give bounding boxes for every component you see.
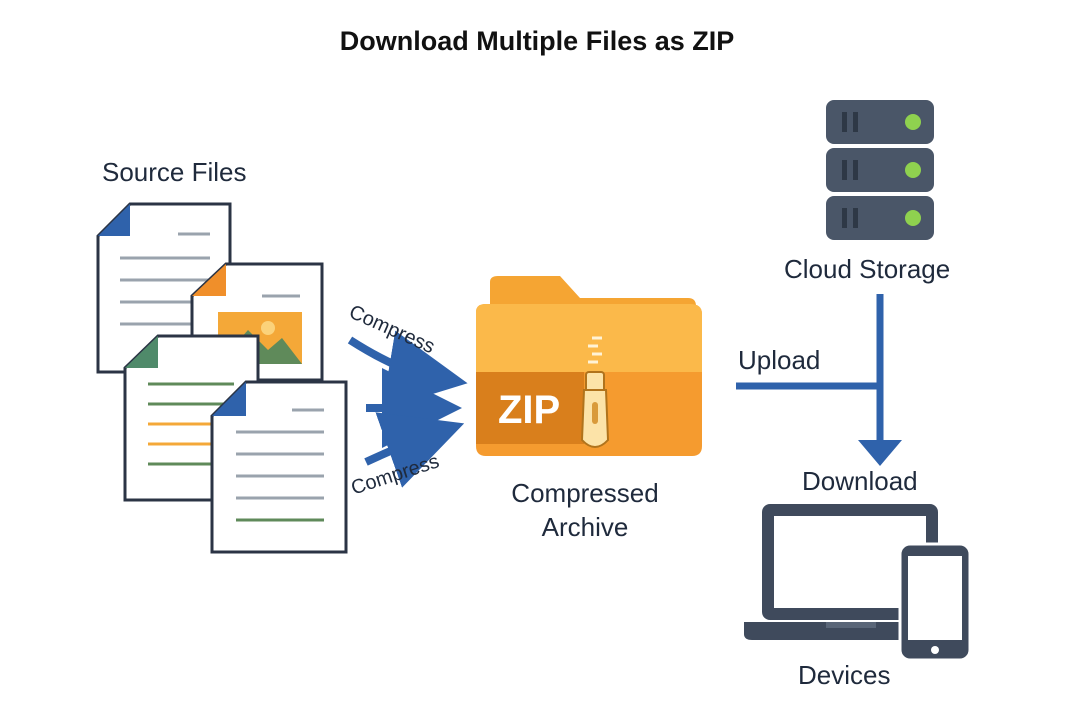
compressed-archive-line2: Archive (541, 512, 629, 542)
cloud-storage-label: Cloud Storage (784, 254, 951, 284)
download-arrow-head (858, 440, 902, 466)
compress-arrow-bottom (364, 412, 465, 488)
source-files-label: Source Files (102, 157, 247, 187)
compressed-archive-label: Compressed Archive (472, 476, 698, 544)
page-title: Download Multiple Files as ZIP (339, 26, 735, 56)
zip-badge: ZIP (498, 388, 560, 432)
download-label: Download (802, 466, 918, 496)
devices-label: Devices (798, 660, 891, 690)
document-icon (210, 380, 348, 554)
compressed-archive-line1: Compressed (511, 478, 659, 508)
server-icon (826, 100, 934, 240)
phone-icon (898, 542, 972, 662)
zipper-icon (580, 336, 610, 448)
upload-label: Upload (738, 345, 821, 375)
